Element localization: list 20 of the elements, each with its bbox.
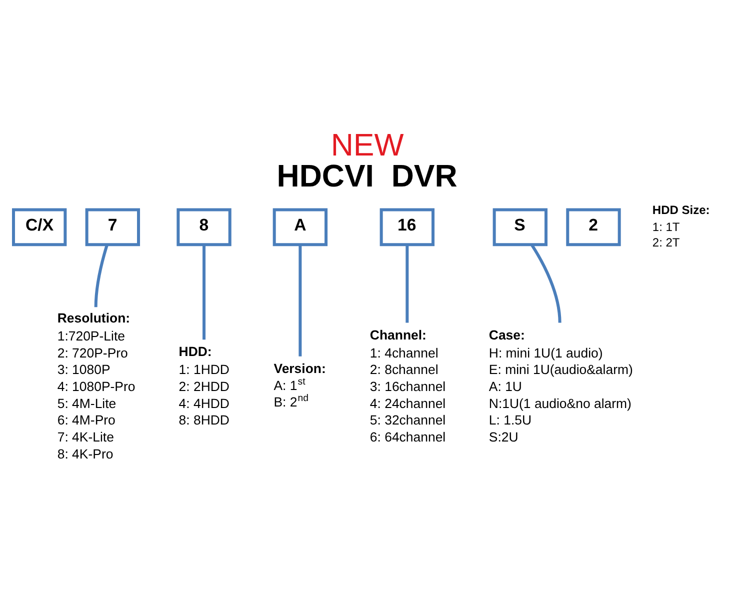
node-box: C/X xyxy=(12,208,67,246)
node-box: 16 xyxy=(380,208,435,246)
node-text: Resolution: 1:720P-Lite 2: 720P-Pro 3: 1080P 4: 1080P-Pro 5: 4M-Lite 6: 4M-Pro 7: 4K-Lite 8: 4K-Pro xyxy=(57,310,136,462)
connector xyxy=(406,244,409,323)
node-text: Version: A: 1$^{st}$ B: 2$^{nd}$ xyxy=(274,360,326,410)
connector xyxy=(298,244,302,356)
node-box: 7 xyxy=(85,208,140,246)
label: HDD Size: xyxy=(652,202,710,217)
node-box: S xyxy=(492,208,548,246)
connector xyxy=(94,244,108,308)
connector xyxy=(202,244,206,340)
label: 1: 1T xyxy=(652,220,680,234)
node-box: 8 xyxy=(176,208,232,246)
node-box: 2 xyxy=(566,208,621,246)
node-text: Case: H: mini 1U(1 audio) E: mini 1U(audio&alarm) A: 1U N:1U(1 audio&no alarm) L: 1.5U S:2U xyxy=(488,327,633,445)
node-box: A xyxy=(272,208,328,246)
node-text: Channel: 1: 4channel 2: 8channel 3: 16channel 4: 24channel 5: 32channel 6: 64channel xyxy=(370,327,446,445)
node-text: HDD: 1: 1HDD 2: 2HDD 4: 4HDD 8: 8HDD xyxy=(178,344,230,428)
label: 2: 2T xyxy=(652,235,680,250)
connector xyxy=(530,244,562,323)
